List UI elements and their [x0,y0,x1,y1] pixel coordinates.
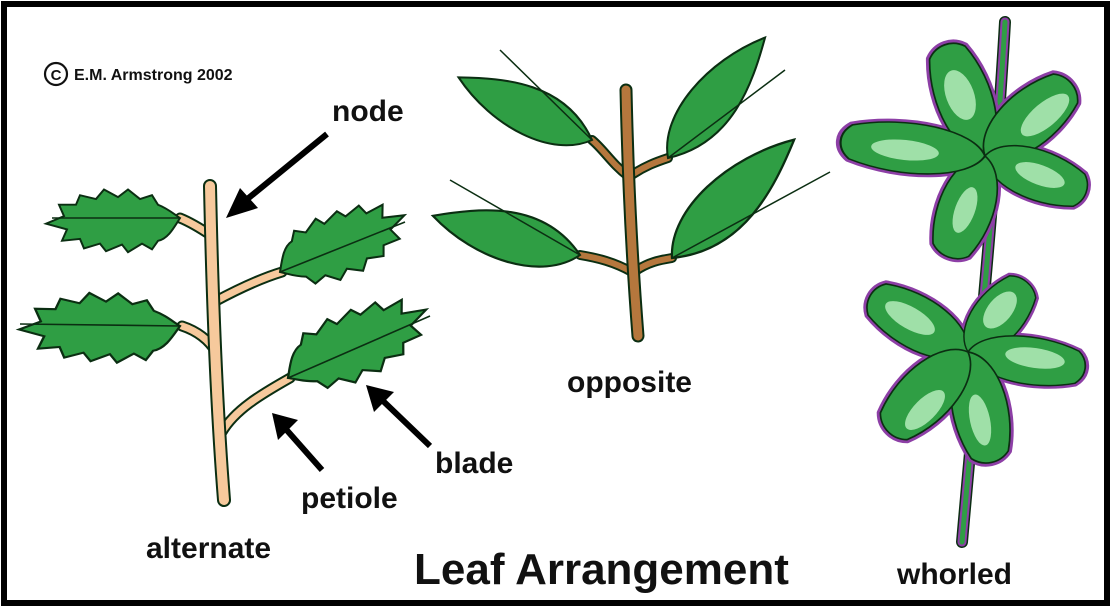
diagram-title: Leaf Arrangement [414,545,789,594]
copyright-text: E.M. Armstrong 2002 [74,67,233,84]
label-blade: blade [435,447,513,480]
copyright-notice: C E.M. Armstrong 2002 [45,63,233,85]
copyright-symbol: C [51,67,62,84]
label-opposite: opposite [567,366,692,399]
label-whorled: whorled [896,558,1012,591]
label-alternate: alternate [146,532,271,565]
label-node: node [332,95,404,128]
label-petiole: petiole [301,482,398,515]
